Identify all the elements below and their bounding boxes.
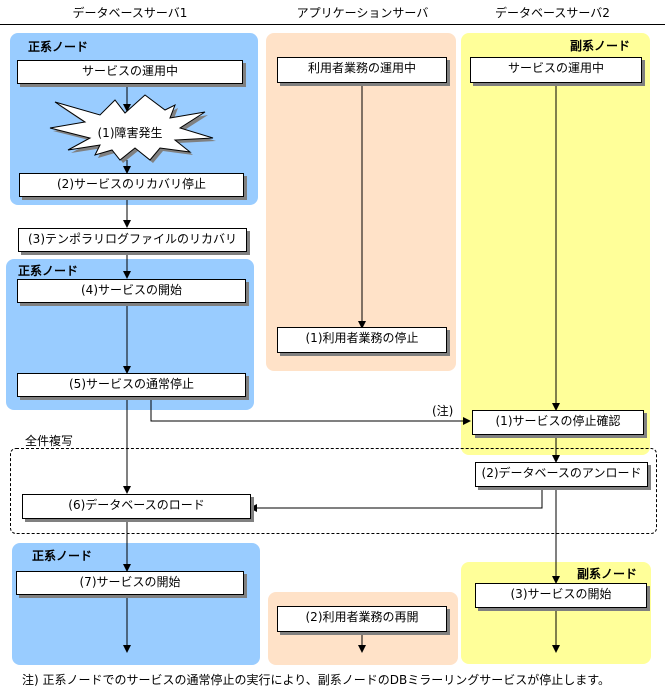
- db1-service-start-box: (4)サービスの開始: [17, 279, 246, 303]
- header-db-server-2: データベースサーバ2: [495, 6, 610, 20]
- db1-database-load-box: (6)データベースのロード: [22, 494, 251, 519]
- db2-service-start-box: (3)サービスの開始: [475, 583, 647, 608]
- header-divider: [0, 24, 665, 25]
- db1-service-running-box: サービスの運用中: [17, 60, 243, 84]
- footnote: 注) 正系ノードでのサービスの通常停止の実行により、副系ノードのDBミラーリング…: [22, 673, 611, 687]
- db2-confirm-stop-box: (1)サービスの停止確認: [472, 410, 644, 435]
- app-business-stop-box: (1)利用者業務の停止: [277, 327, 447, 353]
- primary-node-zone-3: [12, 543, 260, 665]
- db1-service-restart-box: (7)サービスの開始: [16, 571, 244, 595]
- db1-temp-log-recovery-box: (3)テンポラリログファイルのリカバリ: [18, 228, 247, 252]
- secondary-node-zone-1: [461, 33, 650, 455]
- failure-occurrence-label: (1)障害発生: [97, 126, 163, 140]
- primary-node-label-3: 正系ノード: [32, 549, 93, 563]
- header-db-server-1: データベースサーバ1: [72, 6, 188, 20]
- primary-node-label-2: 正系ノード: [18, 264, 79, 278]
- db2-service-running-box: サービスの運用中: [470, 57, 642, 83]
- secondary-node-label-1: 副系ノード: [570, 39, 631, 53]
- app-server-zone-1: [266, 33, 456, 371]
- db1-recovery-stop-box: (2)サービスのリカバリ停止: [19, 173, 244, 197]
- app-business-running-box: 利用者業務の運用中: [277, 57, 447, 83]
- primary-node-label-1: 正系ノード: [28, 40, 89, 54]
- app-business-resume-box: (2)利用者業務の再開: [277, 606, 447, 632]
- full-copy-label: 全件複写: [25, 434, 74, 448]
- header-app-server: アプリケーションサーバ: [296, 6, 429, 20]
- secondary-node-label-2: 副系ノード: [577, 567, 638, 581]
- note-marker: (注): [432, 404, 454, 418]
- full-copy-region: [10, 448, 657, 534]
- db2-database-unload-box: (2)データベースのアンロード: [475, 462, 648, 487]
- db1-normal-stop-box: (5)サービスの通常停止: [17, 373, 246, 397]
